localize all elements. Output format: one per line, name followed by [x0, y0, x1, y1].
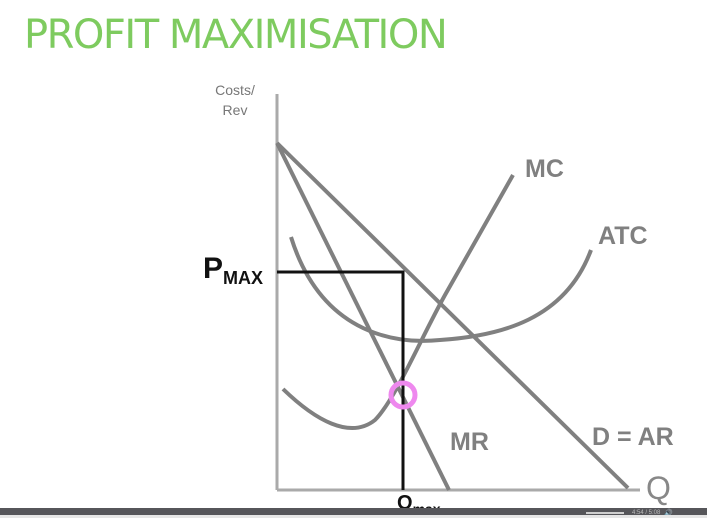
- pmax-label-main: P: [203, 252, 224, 285]
- seek-bar[interactable]: [0, 515, 707, 518]
- mr-label: MR: [450, 428, 489, 456]
- mr-curve: [275, 142, 451, 491]
- volume-icon[interactable]: 🔊: [664, 509, 673, 517]
- y-axis-label-line1: Costs/: [215, 82, 255, 98]
- mc-curve: [281, 174, 515, 431]
- mc-mr-intersection-circle: [388, 380, 418, 410]
- pmax-label-sub: MAX: [223, 268, 264, 288]
- video-player-controls: 4:54 / 5:08 🔊: [0, 508, 707, 518]
- x-axis-label: Q: [646, 470, 671, 506]
- page-title: PROFIT MAXIMISATION: [24, 12, 448, 58]
- mc-label: MC: [525, 155, 564, 183]
- volume-slider[interactable]: [586, 512, 624, 514]
- demand-ar-curve: [275, 141, 630, 490]
- pmax-label: PMAX: [203, 252, 264, 288]
- y-axis-label: Costs/ Rev: [210, 80, 260, 120]
- demand-ar-label: D = AR: [592, 423, 674, 451]
- pmax-qmax-guide-lines: [277, 270, 405, 490]
- playback-time: 4:54 / 5:08: [632, 510, 661, 516]
- y-axis-label-line2: Rev: [222, 102, 248, 118]
- atc-curve: [289, 236, 593, 343]
- atc-label: ATC: [598, 222, 648, 250]
